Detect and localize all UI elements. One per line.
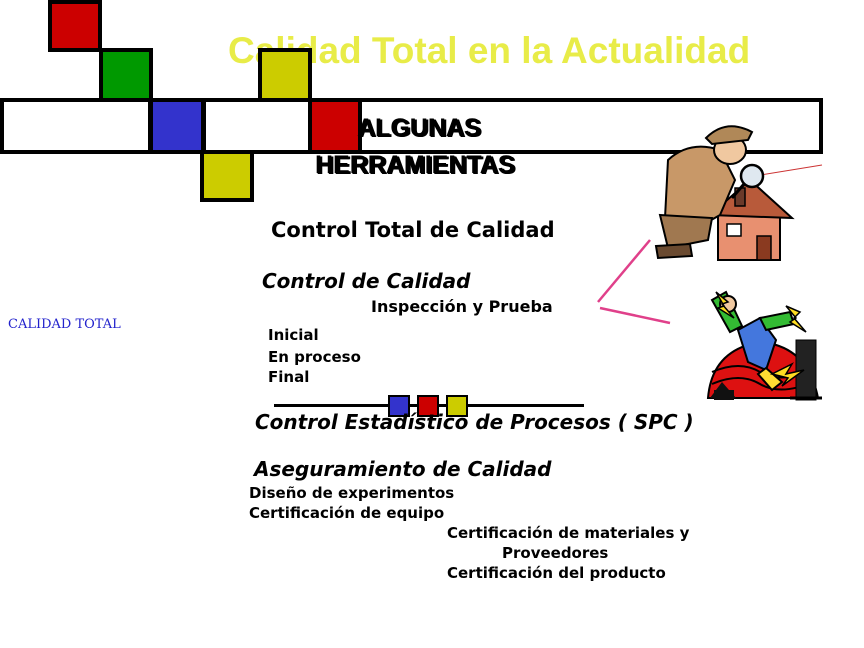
item-inspeccion: Inspección y Prueba (371, 297, 553, 316)
item-en-proceso: En proceso (268, 348, 361, 366)
item-aseguramiento: Aseguramiento de Calidad (254, 457, 552, 481)
divider-square-red (417, 395, 439, 417)
deco-square-yellow-bottom (200, 150, 254, 202)
deco-square-yellow-top (258, 48, 312, 102)
item-cert-producto: Certificación del producto (447, 564, 666, 582)
divider-square-blue (388, 395, 410, 417)
item-diseno: Diseño de experimentos (249, 484, 455, 502)
divider-square-yellow (446, 395, 468, 417)
item-proveedores: Proveedores (502, 544, 609, 562)
item-control-calidad: Control de Calidad (262, 269, 471, 293)
detective-house-clipart-icon (654, 125, 823, 261)
deco-square-red-top (48, 0, 102, 52)
item-cert-equipo: Certificación de equipo (249, 504, 445, 522)
heading-line-1: ALGUNAS (357, 114, 481, 142)
connector-line-upper (597, 239, 651, 303)
item-final: Final (268, 368, 310, 386)
lightning-person-clipart-icon (706, 290, 822, 401)
slide-title: Calidad Total en la Actualidad (228, 30, 751, 71)
item-inicial: Inicial (268, 326, 319, 344)
item-control-total: Control Total de Calidad (271, 218, 555, 242)
heading-line-2: HERRAMIENTAS (315, 151, 515, 179)
item-cert-materiales: Certificación de materiales y (447, 524, 690, 542)
deco-square-white-left (0, 98, 152, 154)
item-spc: Control Estadístico de Procesos ( SPC ) (255, 410, 694, 434)
connector-line-lower (599, 306, 671, 325)
deco-square-blue (149, 98, 205, 154)
side-label: CALIDAD TOTAL (8, 317, 121, 332)
deco-square-red-mid (308, 98, 362, 154)
deco-square-green (99, 48, 153, 102)
